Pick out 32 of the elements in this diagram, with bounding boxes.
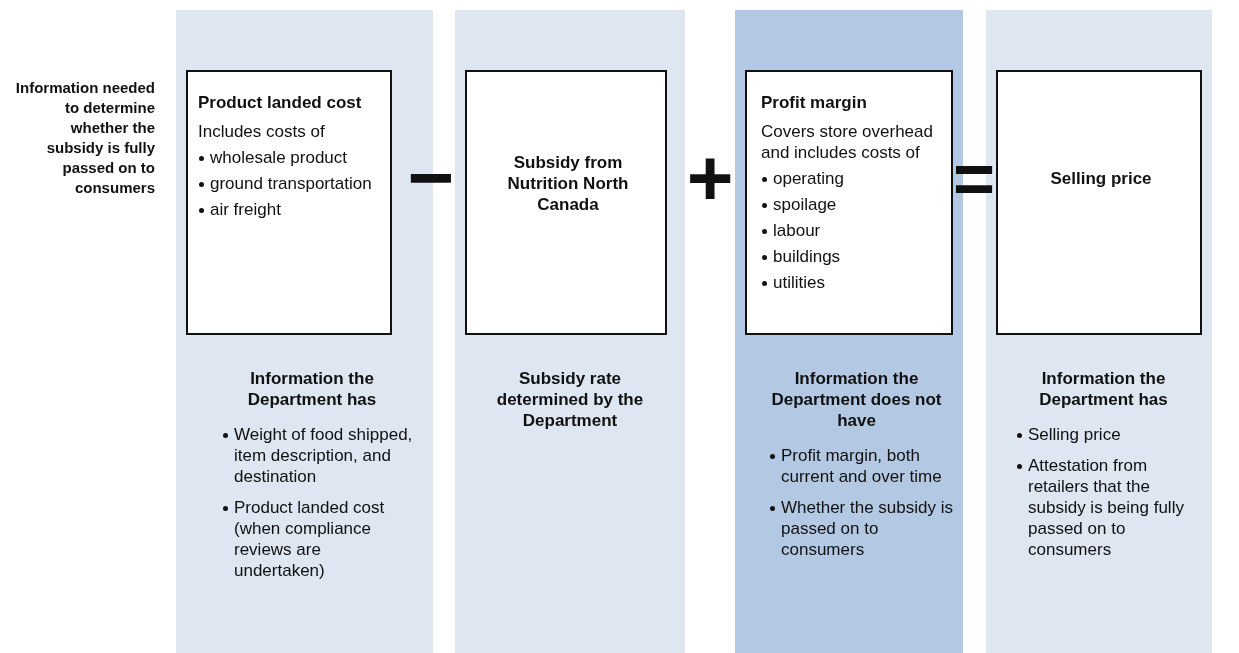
plus-sign: + xyxy=(685,148,735,208)
column-heading: Subsidy rate determined by the Department xyxy=(495,368,645,431)
box-heading: Profit margin xyxy=(761,92,868,113)
box-text: Includes costs of xyxy=(198,121,326,142)
bullet-item: Weight of food shipped, item description, and destination xyxy=(222,424,414,487)
bullet-item: utilities xyxy=(761,272,953,293)
column-heading: Information the Department does not have xyxy=(770,368,943,431)
row-label: Information needed to determine whether the subsidy is fully passed on to consumers xyxy=(14,78,155,198)
bullet-item: buildings xyxy=(761,246,953,267)
bullet-item: air freight xyxy=(198,199,400,220)
cost-box xyxy=(186,70,392,335)
cost-box xyxy=(996,70,1202,335)
box-heading: Product landed cost xyxy=(198,92,363,113)
bullet-item: spoilage xyxy=(761,194,953,215)
cost-box xyxy=(745,70,953,335)
bullet-item: labour xyxy=(761,220,953,241)
cost-box xyxy=(465,70,667,335)
bullet-item: Profit margin, both current and over time xyxy=(769,445,956,487)
bullet-item: Product landed cost (when compliance reviews are undertaken) xyxy=(222,497,414,581)
column-heading: Information the Department has xyxy=(1038,368,1169,410)
bullet-item: Attestation from retailers that the subsidy is being fully passed on to consumers xyxy=(1016,455,1203,560)
column-heading: Information the Department has xyxy=(246,368,378,410)
column-panel xyxy=(455,10,685,653)
bullet-item: ground transportation xyxy=(198,173,400,194)
bullet-item: Selling price xyxy=(1016,424,1203,445)
bullet-item: wholesale product xyxy=(198,147,400,168)
minus-sign: − xyxy=(406,148,456,208)
bullet-item: operating xyxy=(761,168,953,189)
box-heading: Selling price xyxy=(1049,168,1153,189)
bullet-item: Whether the subsidy is passed on to consumers xyxy=(769,497,956,560)
equals-sign: = xyxy=(953,148,995,208)
box-heading: Subsidy from Nutrition North Canada xyxy=(506,152,630,215)
